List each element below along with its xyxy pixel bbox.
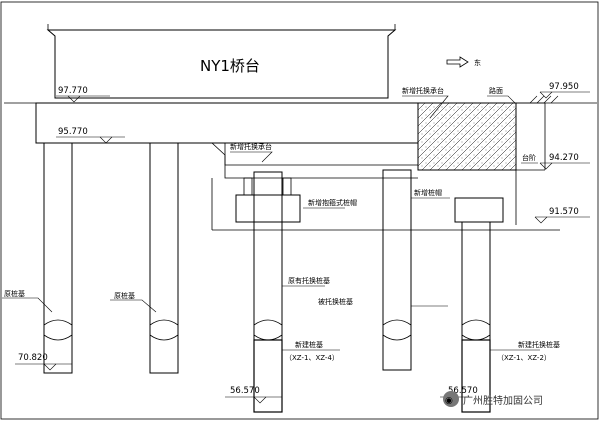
new-underpin-cap-hatched	[417, 102, 517, 171]
label-new-underpin-cap-top: 新增托换承台	[402, 86, 444, 95]
bridge-deck	[46, 24, 397, 99]
elevation-right-pile-tip: 56.570	[448, 386, 478, 396]
elevation-right-step: 94.270	[549, 153, 579, 163]
new-underpin-cap-lower	[211, 142, 560, 231]
elevation-pile-break: 70.820	[18, 353, 48, 363]
elevation-marker-pile-break	[15, 363, 72, 371]
elevation-right-top: 97.950	[549, 82, 579, 92]
label-orig-pile-1: 原桩基	[4, 289, 25, 298]
label-new-encircle-cap: 新增抱箍式桩帽	[308, 198, 357, 207]
leader-lines	[2, 95, 540, 351]
label-new-pile-right: 新建托换桩基	[518, 340, 560, 349]
east-arrow	[446, 56, 469, 68]
elevation-marker-left-cap	[56, 136, 125, 144]
elevation-marker-right-top	[529, 91, 590, 104]
pile-1	[43, 142, 73, 374]
label-new-pile-cap: 新增桩帽	[414, 188, 442, 197]
watermark-text: 广州胜特加固公司	[463, 395, 543, 407]
label-new-pile-left: 新建桩基	[295, 340, 323, 349]
elevation-left-top: 97.770	[58, 86, 88, 96]
label-new-underpin-cap-mid: 新增托换承台	[230, 142, 272, 151]
label-to-be-underpinned-pile: 被托换桩基	[318, 297, 353, 306]
right-step	[515, 102, 546, 225]
elevation-new-pile-tip: 56.570	[230, 386, 260, 396]
watermark: ◉	[443, 391, 459, 407]
elevation-left-cap: 95.770	[58, 127, 88, 137]
elevation-marker-right-step	[539, 162, 590, 170]
pile-4	[382, 169, 412, 371]
label-step: 台阶	[522, 153, 536, 162]
encircle-pile-cap	[235, 194, 301, 223]
label-new-pile-right-id: （XZ-1、XZ-2）	[497, 354, 551, 362]
pile-3	[253, 171, 283, 413]
new-pile-cap	[454, 197, 504, 223]
label-orig-underpin-pile: 原有托换桩基	[288, 276, 330, 285]
bridge-title: NY1桥台	[200, 57, 260, 75]
elevation-marker-left-top	[56, 95, 110, 103]
jack-left	[243, 177, 253, 196]
label-road-surface: 路面	[489, 86, 503, 95]
elevation-marker-new-pile-tip	[225, 396, 282, 404]
direction-label: 东	[474, 58, 481, 67]
pile-2	[149, 142, 179, 374]
jack-right	[282, 177, 292, 196]
pile-5	[461, 221, 491, 413]
label-new-pile-left-id: （XZ-1、XZ-4）	[285, 354, 339, 362]
wechat-icon: ◉	[445, 396, 453, 406]
elevation-right-new-cap: 91.570	[549, 207, 579, 217]
elevation-marker-right-new-cap	[534, 216, 590, 224]
label-orig-pile-2: 原桩基	[114, 291, 135, 300]
